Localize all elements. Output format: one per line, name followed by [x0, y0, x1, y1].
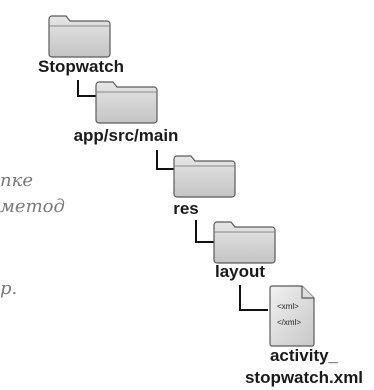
folder-label-app-src-main: app/src/main	[73, 126, 179, 145]
folder-label-stopwatch: Stopwatch	[38, 57, 124, 76]
folder-icon	[48, 15, 111, 58]
connector-2	[156, 150, 175, 170]
file-label-line2: stopwatch.xml	[244, 368, 364, 387]
xml-open-tag: <xml>	[277, 302, 299, 311]
connector-4	[239, 285, 268, 311]
xml-close-tag: </xml>	[277, 318, 301, 327]
side-text-line1: пке	[0, 170, 33, 191]
folder-icon	[173, 155, 236, 198]
folder-icon	[95, 81, 158, 124]
side-text-line3: р.	[0, 278, 18, 299]
side-text-line2: метод	[0, 196, 65, 217]
folder-label-layout: layout	[214, 262, 266, 281]
folder-label-res: res	[173, 199, 199, 218]
xml-file-icon: <xml> </xml>	[269, 285, 315, 347]
file-label-line1: activity_	[269, 346, 339, 365]
connector-1	[77, 80, 97, 97]
folder-icon	[213, 221, 276, 264]
connector-3	[195, 220, 214, 243]
